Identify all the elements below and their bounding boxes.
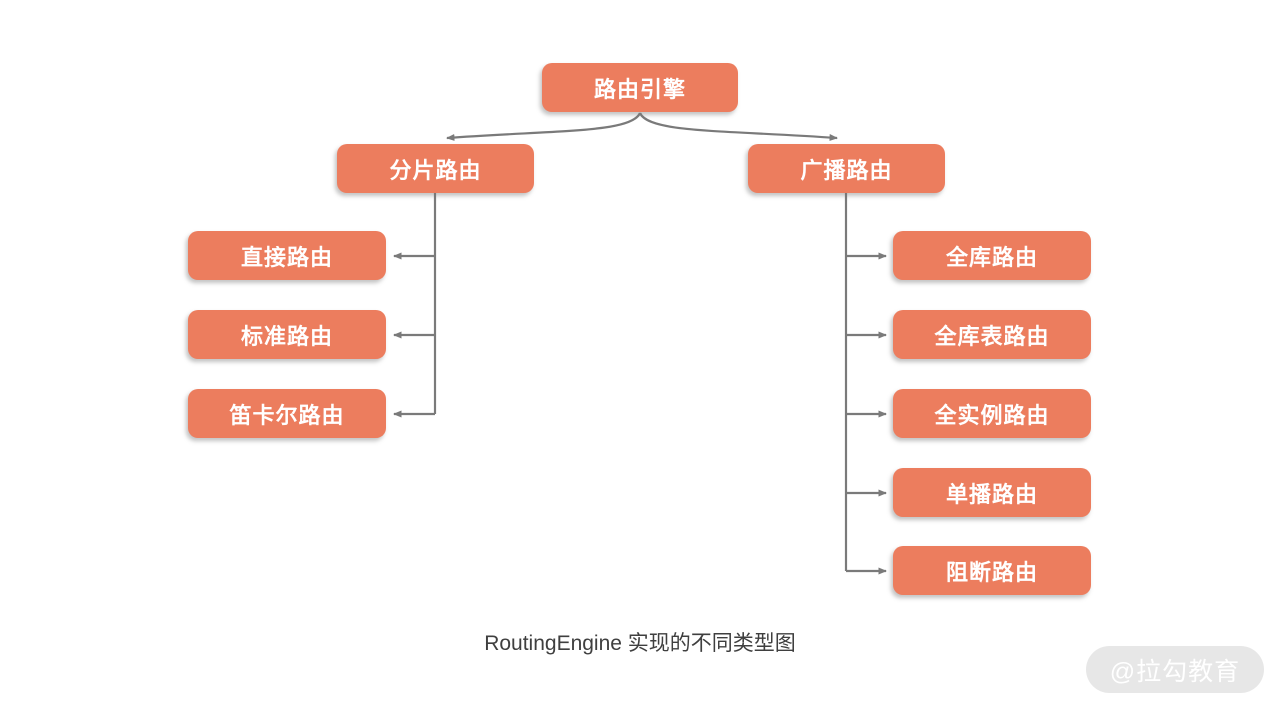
node-broadcast-route: 广播路由 bbox=[748, 144, 945, 193]
node-full-instance-route: 全实例路由 bbox=[893, 389, 1091, 438]
watermark-badge: @拉勾教育 bbox=[1086, 646, 1264, 693]
node-blocking-route: 阻断路由 bbox=[893, 546, 1091, 595]
diagram-caption: RoutingEngine 实现的不同类型图 bbox=[484, 632, 796, 655]
node-standard-route: 标准路由 bbox=[188, 310, 386, 359]
node-full-database-table-route: 全库表路由 bbox=[893, 310, 1091, 359]
node-unicast-route: 单播路由 bbox=[893, 468, 1091, 517]
node-sharding-route: 分片路由 bbox=[337, 144, 534, 193]
node-cartesian-route: 笛卡尔路由 bbox=[188, 389, 386, 438]
node-full-database-route: 全库路由 bbox=[893, 231, 1091, 280]
node-direct-route: 直接路由 bbox=[188, 231, 386, 280]
node-routing-engine: 路由引擎 bbox=[542, 63, 738, 112]
